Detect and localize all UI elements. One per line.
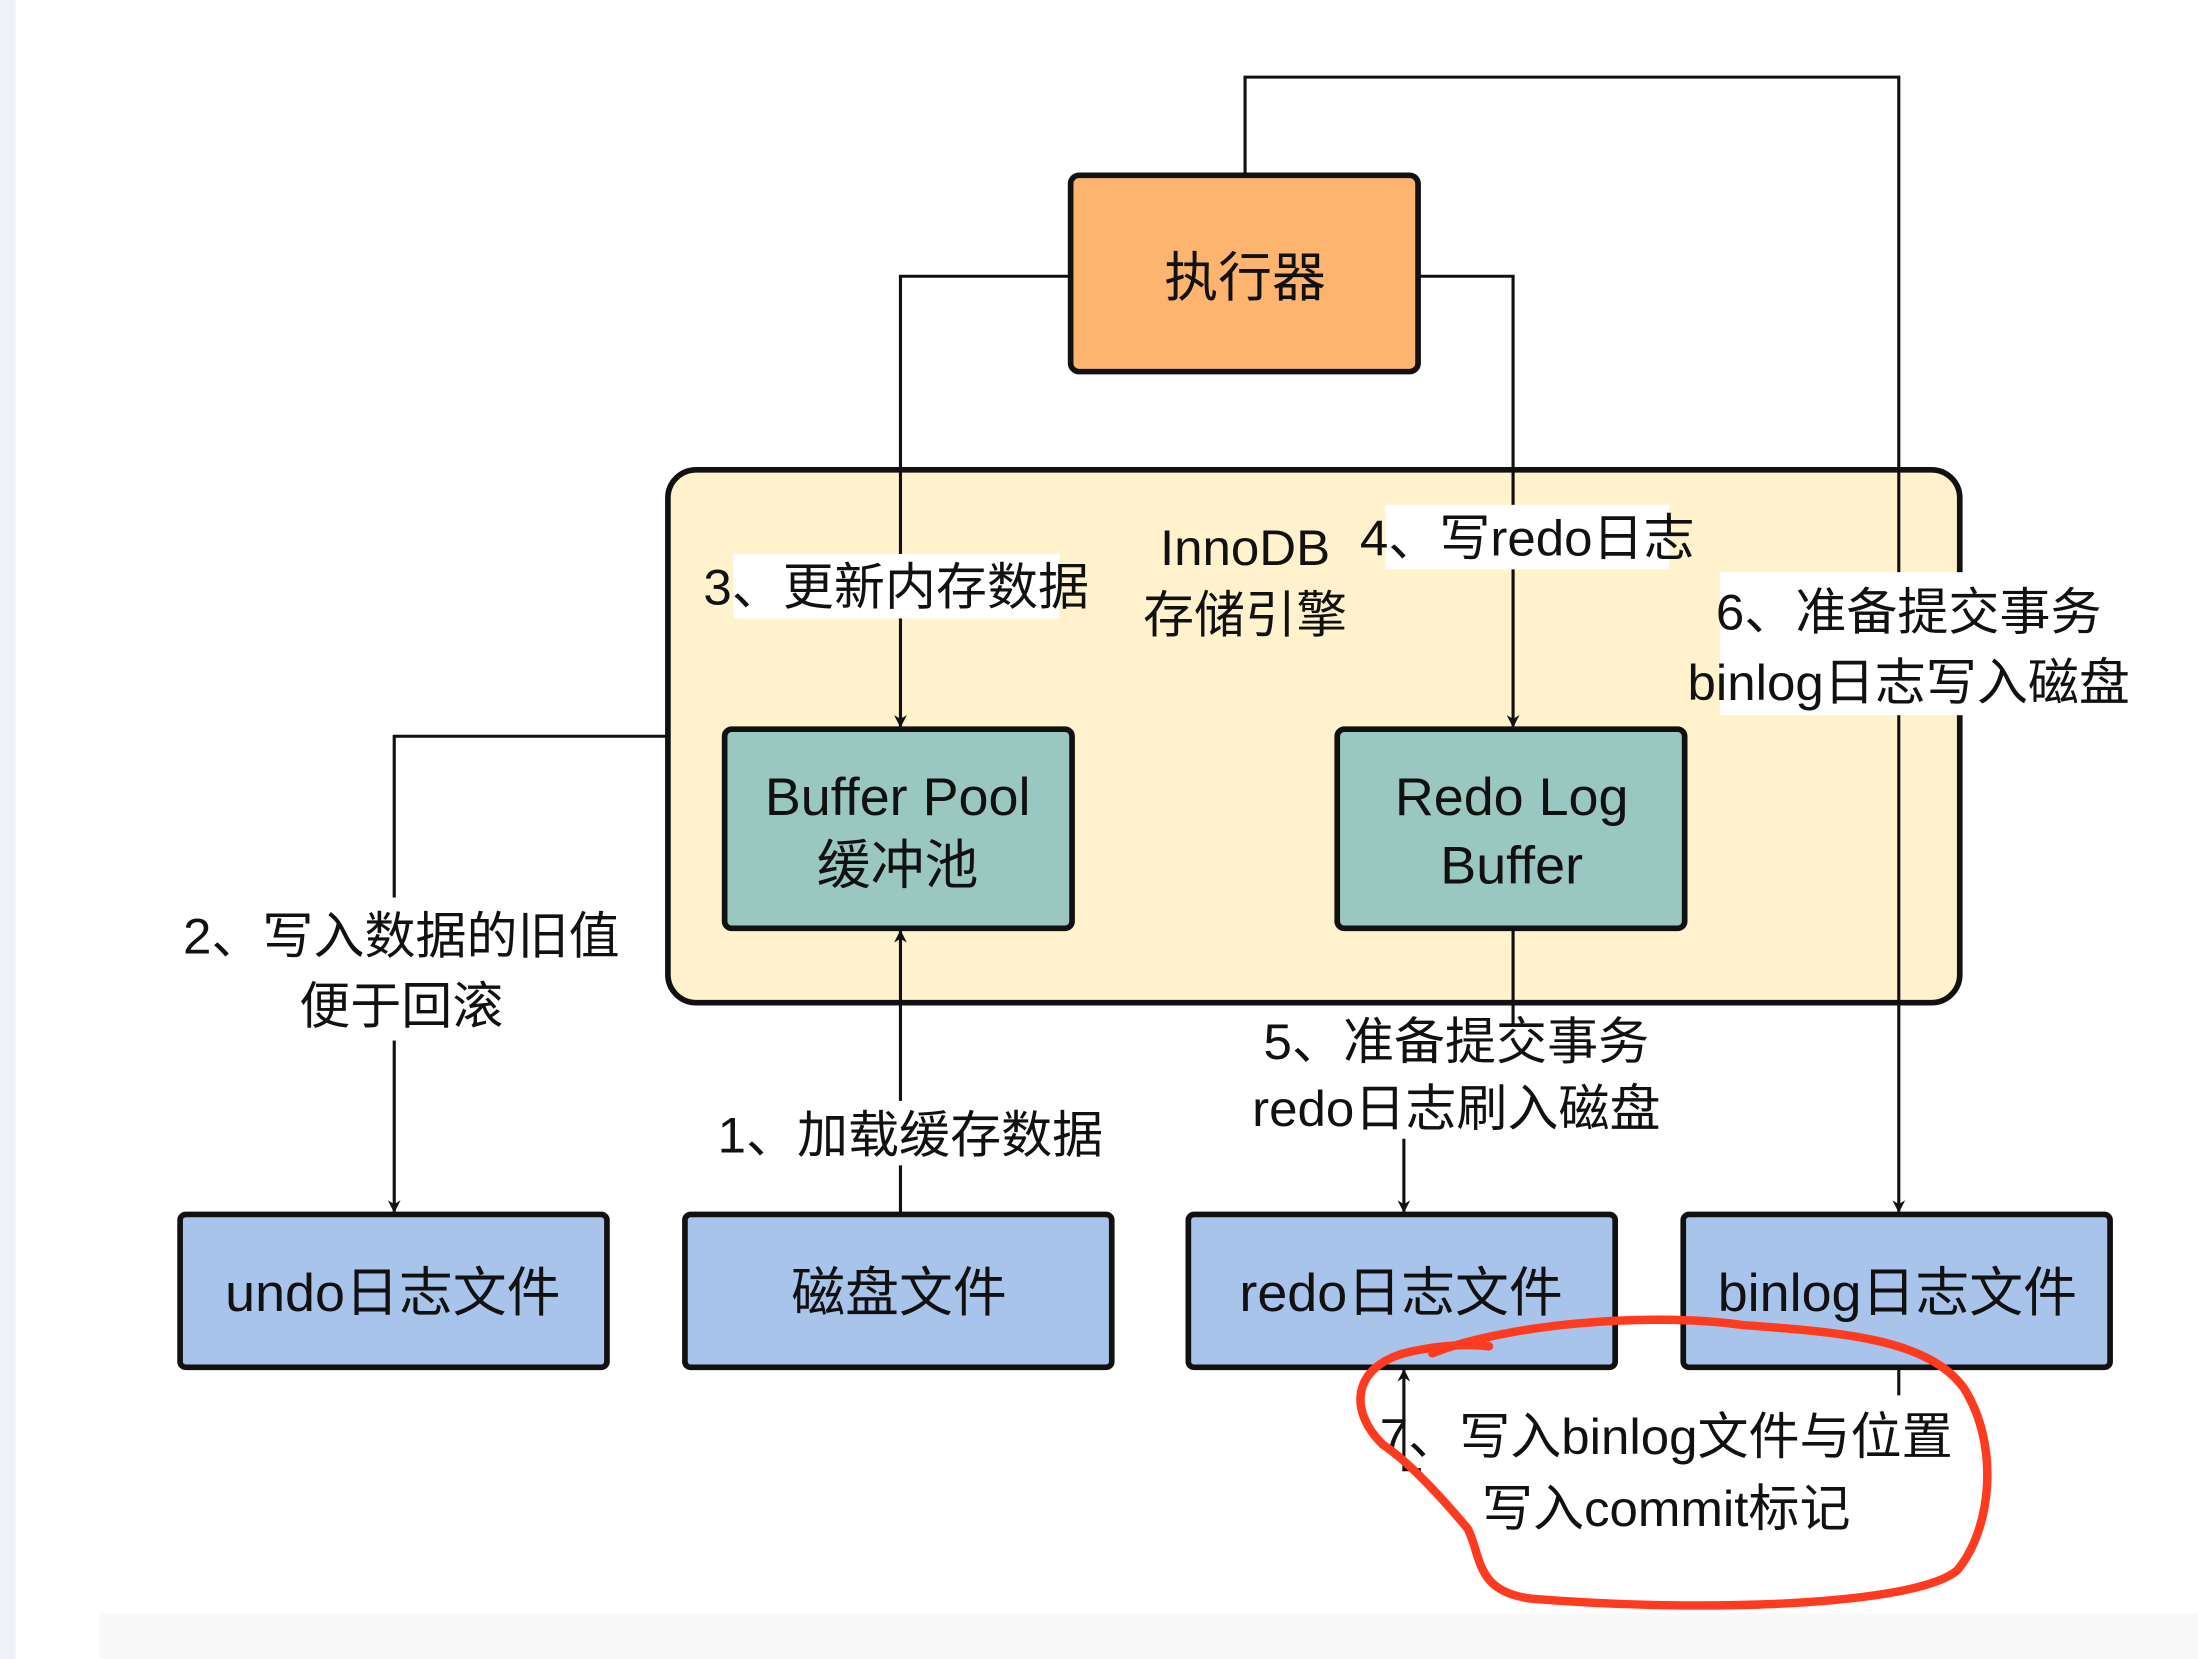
executor-box — [1067, 172, 1421, 375]
edge-engine-undo — [387, 734, 668, 1213]
step-5-label-line2: redo日志刷入磁盘 — [1252, 1080, 1660, 1137]
redo-log-buffer-box — [1334, 726, 1688, 932]
disk-file-box — [682, 1211, 1115, 1371]
step-3-label: 3、更新内存数据 — [703, 559, 1089, 616]
step-7-label-line2: 写入commit标记 — [1482, 1480, 1851, 1537]
redo-file-label: redo日志文件 — [1239, 1263, 1562, 1323]
red-annotation-circle — [1356, 1315, 1992, 1610]
redo-log-buffer-label: Redo Log — [1395, 767, 1629, 827]
step-5-label-line1: 5、准备提交事务 — [1264, 1013, 1650, 1070]
binlog-file-label: binlog日志文件 — [1718, 1263, 2077, 1323]
step-6-label-line2: binlog日志写入磁盘 — [1688, 654, 2130, 711]
engine-subtitle: 存储引擎 — [1143, 587, 1347, 644]
undo-file-label: undo日志文件 — [225, 1263, 560, 1323]
step-2-label-line2: 便于回滚 — [299, 978, 503, 1035]
step-1-label: 1、加载缓存数据 — [718, 1107, 1104, 1164]
left-margin-strip — [0, 0, 16, 1659]
undo-file-box — [177, 1211, 610, 1371]
buffer-pool-sublabel: 缓冲池 — [817, 836, 979, 896]
buffer-pool-box — [721, 726, 1075, 932]
engine-title: InnoDB — [1160, 519, 1330, 576]
buffer-pool-label: Buffer Pool — [765, 767, 1031, 827]
bottom-margin — [99, 1612, 2198, 1659]
step-7-label-line1: 7、写入binlog文件与位置 — [1380, 1409, 1953, 1466]
step-4-label: 4、写redo日志 — [1360, 510, 1695, 567]
executor-label: 执行器 — [1164, 248, 1326, 308]
redo-log-buffer-sublabel: Buffer — [1440, 836, 1583, 896]
step-2-label-line1: 2、写入数据的旧值 — [183, 908, 620, 965]
disk-file-label: 磁盘文件 — [791, 1263, 1007, 1323]
step-6-label-line1: 6、准备提交事务 — [1716, 584, 2102, 641]
